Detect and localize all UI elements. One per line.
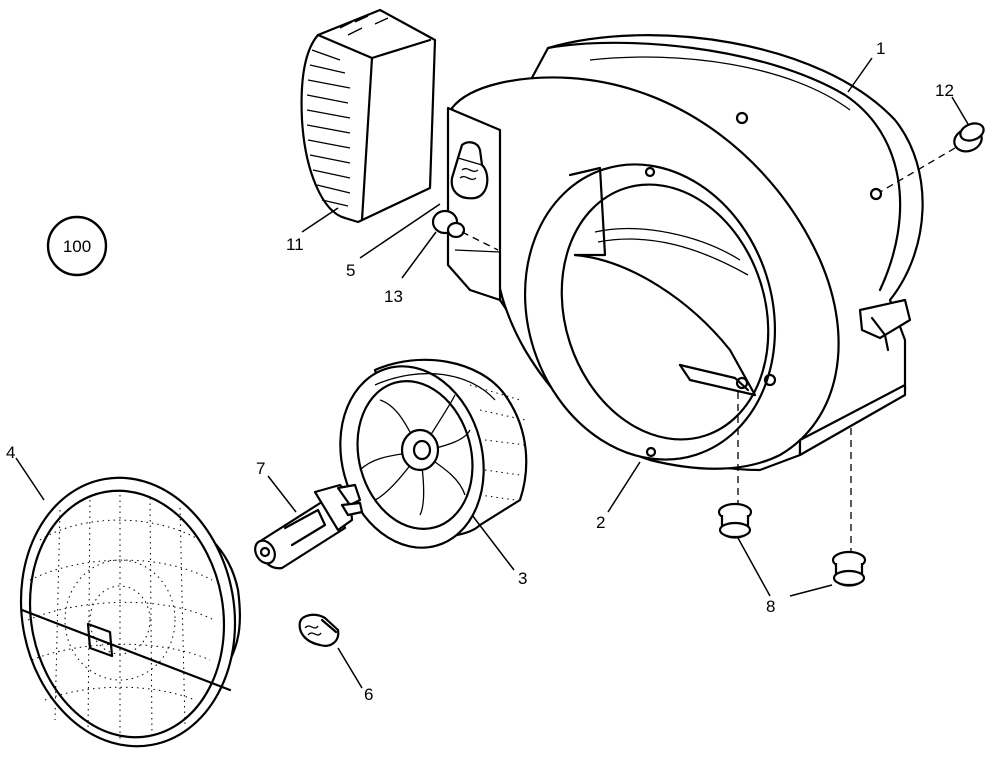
callout-5: 5 xyxy=(346,261,355,280)
plug-13 xyxy=(431,209,499,251)
bulb-holder-7 xyxy=(254,483,364,570)
leader-5 xyxy=(359,203,441,259)
callout-7: 7 xyxy=(256,459,265,478)
callouts: 1 12 11 5 13 2 3 7 4 6 8 xyxy=(6,39,954,704)
badge-number: 100 xyxy=(63,237,91,256)
callout-1: 1 xyxy=(876,39,885,58)
bulb-6 xyxy=(298,613,340,647)
badge-circle xyxy=(46,215,108,277)
leader-11 xyxy=(301,207,339,233)
callout-11: 11 xyxy=(286,235,304,254)
grommet-a xyxy=(717,502,753,539)
lamp-lens-pattern xyxy=(27,495,215,740)
callout-2: 2 xyxy=(596,513,605,532)
leader-1 xyxy=(847,57,873,93)
leader-2 xyxy=(607,461,641,513)
plug-12 xyxy=(879,122,985,193)
reflector-3 xyxy=(339,358,528,549)
leader-6 xyxy=(337,647,363,689)
callout-8: 8 xyxy=(766,597,775,616)
callout-4: 4 xyxy=(6,443,15,462)
leader-12 xyxy=(951,96,969,125)
side-lamp-11 xyxy=(300,8,437,224)
leader-4 xyxy=(15,457,45,501)
grommet-b xyxy=(831,550,867,587)
callout-12: 12 xyxy=(935,81,954,100)
leader-8 xyxy=(737,537,833,597)
lamp-unit-4 xyxy=(19,476,242,748)
leader-lines xyxy=(15,57,969,689)
callout-13: 13 xyxy=(384,287,403,306)
callout-3: 3 xyxy=(518,569,527,588)
callout-6: 6 xyxy=(364,685,373,704)
page-badge: 100 xyxy=(46,215,108,277)
reflector-facets xyxy=(359,394,471,516)
housing-assembly xyxy=(446,34,924,472)
leader-3 xyxy=(471,514,515,571)
grommets-8 xyxy=(717,392,867,587)
leader-7 xyxy=(267,475,297,513)
leader-13 xyxy=(401,231,437,279)
side-lamp-lens-hatch xyxy=(306,15,389,207)
side-bulb-5 xyxy=(450,141,489,200)
